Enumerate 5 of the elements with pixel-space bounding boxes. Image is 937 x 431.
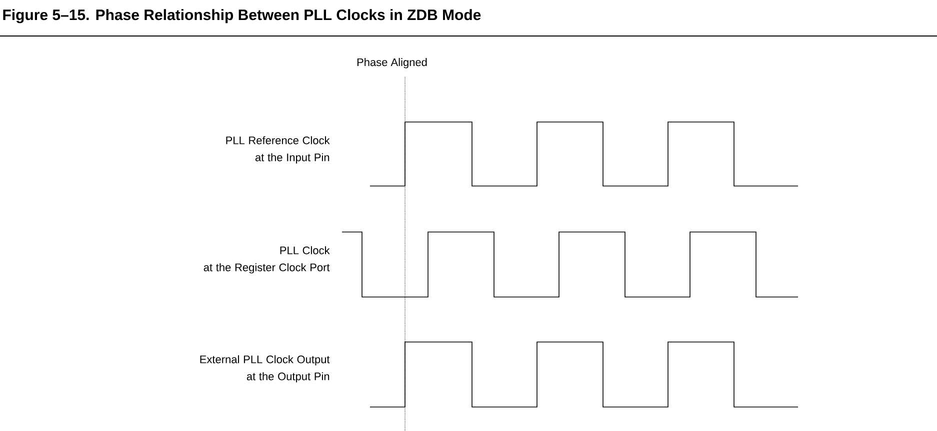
signal-label: PLL Reference Clock at the Input Pin bbox=[226, 136, 330, 164]
signal-label: PLL Clock at the Register Clock Port bbox=[204, 246, 330, 274]
line-label: Phase Aligned bbox=[357, 58, 427, 68]
figure-title: Figure 5–15. Phase Relationship Between PLL Clocks in ZDB Mode bbox=[3, 9, 481, 24]
signal-label: External PLL Clock Output at the Output Pin bbox=[200, 355, 330, 382]
